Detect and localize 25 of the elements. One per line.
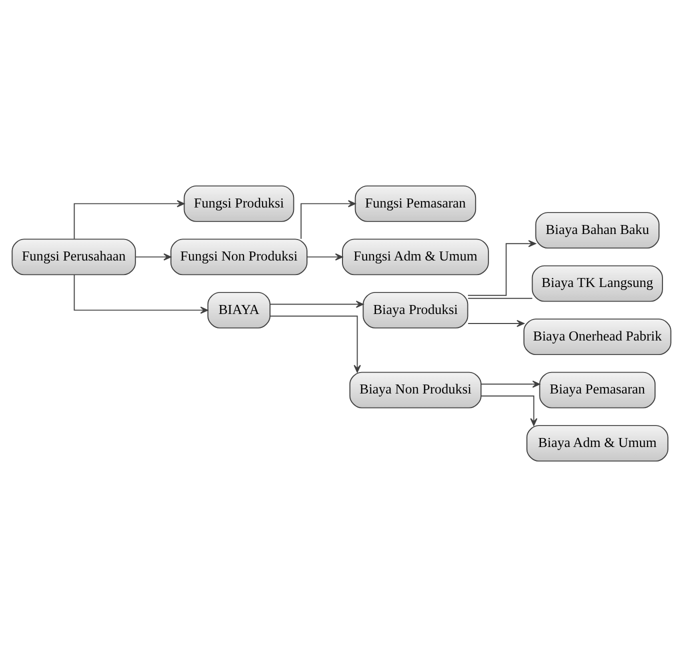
arrow	[270, 300, 364, 308]
node-box: Biaya Bahan Baku	[535, 212, 660, 249]
arrow	[270, 316, 361, 373]
arrow	[467, 240, 536, 296]
arrow	[306, 253, 343, 261]
connector	[468, 298, 533, 299]
arrow	[480, 395, 538, 426]
node-box: Biaya Pemasaran	[539, 372, 656, 408]
arrow	[135, 253, 172, 261]
node-box: Biaya TK Langsung	[532, 265, 663, 302]
node-box: Biaya Produksi	[362, 292, 468, 328]
arrow	[300, 200, 356, 240]
node-box: BIAYA	[207, 292, 270, 328]
node-box: Fungsi Adm & Umum	[342, 238, 489, 276]
node-box: Fungsi Pemasaran	[354, 185, 476, 222]
node-box: Fungsi Perusahaan	[12, 238, 136, 276]
node-box: Biaya Non Produksi	[349, 372, 482, 408]
node-box: Fungsi Produksi	[184, 185, 294, 222]
arrow	[74, 274, 208, 314]
arrow	[74, 200, 185, 240]
arrow	[468, 320, 524, 328]
node-box: Biaya Adm & Umum	[526, 425, 668, 462]
node-box: Fungsi Non Produksi	[170, 238, 308, 276]
node-box: Biaya Onerhead Pabrik	[523, 318, 672, 356]
arrow	[480, 380, 540, 388]
